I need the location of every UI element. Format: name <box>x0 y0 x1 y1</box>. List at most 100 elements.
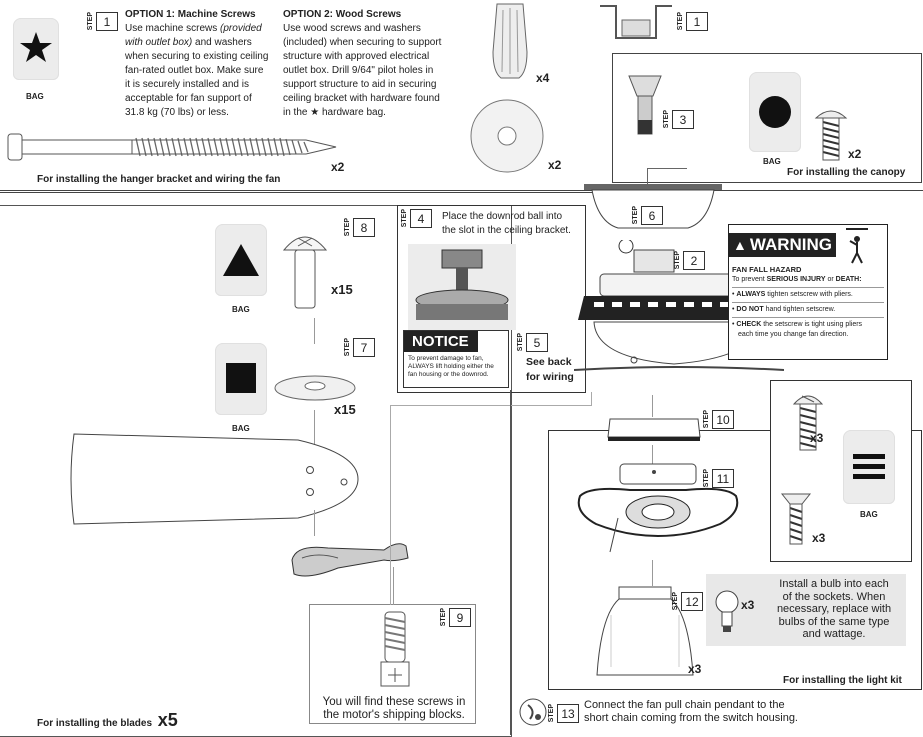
arrow <box>652 560 653 586</box>
wood-screw-qty: x2 <box>331 160 345 174</box>
bag-label: BAG <box>860 510 878 519</box>
downrod-install-illustration <box>408 244 516 330</box>
arrow <box>314 510 315 536</box>
glass-shade-illustration <box>596 586 694 676</box>
hardware-bag-circle <box>749 72 801 152</box>
step-1b-badge: STEP 1 <box>677 12 708 31</box>
connector-line <box>647 168 687 169</box>
arrow <box>393 567 394 605</box>
step-3-number: 3 <box>672 110 694 129</box>
bars-icon <box>853 454 885 479</box>
bulb-info-box <box>706 574 906 646</box>
step-7-badge: STEP 7 <box>344 338 375 357</box>
step-11-badge: STEP 11 <box>703 469 734 488</box>
shipping-screw-illustration <box>380 611 410 687</box>
blades-caption: For installing the blades x5 <box>37 710 178 730</box>
step-2-badge: STEP 2 <box>674 251 705 270</box>
step-1-number: 1 <box>96 12 118 31</box>
step-13-number: 13 <box>557 704 579 723</box>
option-2-text: OPTION 2: Wood Screws Use wood screws an… <box>283 9 442 118</box>
washer-illustration <box>470 99 544 173</box>
step-4-text: Place the downrod ball into the slot in … <box>442 211 571 236</box>
light-kit-housing-illustration <box>577 463 739 553</box>
step-1-badge: STEP 1 <box>87 12 118 31</box>
light-kit-screw-a-qty: x3 <box>810 431 824 445</box>
option-1-text: OPTION 1: Machine Screws Use machine scr… <box>125 9 269 118</box>
warning-triangle-icon: ▲ <box>733 237 747 253</box>
notice-box: NOTICE To prevent damage to fan,ALWAYS l… <box>403 330 509 388</box>
warning-header: ▲ WARNING <box>729 225 887 265</box>
hardware-bag-bars <box>843 430 895 504</box>
wood-screw-illustration <box>7 133 337 161</box>
washer-qty: x2 <box>548 158 562 172</box>
step-5-text: See back for wiring <box>526 356 574 383</box>
step-9-badge: STEP 9 <box>440 608 471 627</box>
light-kit-panel <box>548 430 922 690</box>
step-12-badge: STEP 12 <box>672 592 703 611</box>
bulb-qty: x3 <box>741 598 755 612</box>
wire-nut-qty: x4 <box>536 71 550 85</box>
connector-line <box>390 405 592 406</box>
canopy-screw-illustration <box>628 75 662 135</box>
hanger-caption: For installing the hanger bracket and wi… <box>37 174 281 185</box>
step-11-number: 11 <box>712 469 734 488</box>
step-8-badge: STEP 8 <box>344 218 375 237</box>
warning-box: ▲ WARNING FAN FALL HAZARD To prevent SER… <box>728 224 888 360</box>
bag-label: BAG <box>26 92 44 101</box>
bag-label: BAG <box>232 424 250 433</box>
arrow <box>314 410 315 450</box>
step-5-number: 5 <box>526 333 548 352</box>
notice-title: NOTICE <box>404 331 478 352</box>
step-12-number: 12 <box>681 592 703 611</box>
light-kit-screw-b-illustration <box>780 493 812 545</box>
connector-line <box>647 168 648 184</box>
star-icon: ★ <box>310 107 320 118</box>
step-10-badge: STEP 10 <box>703 410 734 429</box>
fan-blade-illustration <box>70 433 359 525</box>
hardware-bag-triangle <box>215 224 267 296</box>
notice-body: To prevent damage to fan,ALWAYS lift hol… <box>408 355 494 378</box>
ceiling-bracket-illustration <box>600 5 672 39</box>
light-kit-screw-b-qty: x3 <box>812 531 826 545</box>
bulb-icon <box>715 590 739 632</box>
hardware-bag-square <box>215 343 267 415</box>
section-divider <box>0 190 923 191</box>
step-13-text: Connect the fan pull chain pendant to th… <box>584 699 798 724</box>
section-divider-vertical <box>510 390 511 735</box>
blade-washer-illustration <box>274 375 356 401</box>
step-9-number: 9 <box>449 608 471 627</box>
blade-iron-illustration <box>291 543 409 577</box>
light-kit-screw-a-illustration <box>792 395 824 451</box>
step-10-number: 10 <box>712 410 734 429</box>
square-icon <box>226 363 256 393</box>
canopy-hardware-panel <box>612 53 922 183</box>
bag-label: BAG <box>232 305 250 314</box>
step-9-text: You will find these screws in the motor'… <box>322 696 466 721</box>
step-6-number: 6 <box>641 206 663 225</box>
step-4-badge: STEP 4 <box>401 209 432 228</box>
arrow <box>652 445 653 465</box>
step-6-badge: STEP 6 <box>632 206 663 225</box>
step-5-badge: STEP 5 <box>517 333 548 352</box>
hardware-bag-star <box>13 18 59 80</box>
section-divider-2 <box>0 192 600 193</box>
triangle-icon <box>223 244 259 276</box>
step-2-number: 2 <box>683 251 705 270</box>
arrow <box>314 318 315 344</box>
glass-shade-qty: x3 <box>688 662 702 676</box>
step-13-badge: STEP 13 <box>548 704 579 723</box>
canopy-screw-qty: x2 <box>848 147 862 161</box>
blade-washer-qty: x15 <box>334 402 356 417</box>
step-1b-number: 1 <box>686 12 708 31</box>
star-icon <box>20 32 52 62</box>
arrow <box>652 395 653 417</box>
falling-person-icon <box>846 228 869 264</box>
wire-nut-illustration <box>492 3 528 79</box>
connector-line <box>591 392 592 406</box>
circle-icon <box>759 96 791 128</box>
step-9-panel <box>309 604 476 724</box>
light-kit-caption: For installing the light kit <box>783 675 902 686</box>
warning-body: FAN FALL HAZARD To prevent SERIOUS INJUR… <box>729 265 887 340</box>
step-7-number: 7 <box>353 338 375 357</box>
